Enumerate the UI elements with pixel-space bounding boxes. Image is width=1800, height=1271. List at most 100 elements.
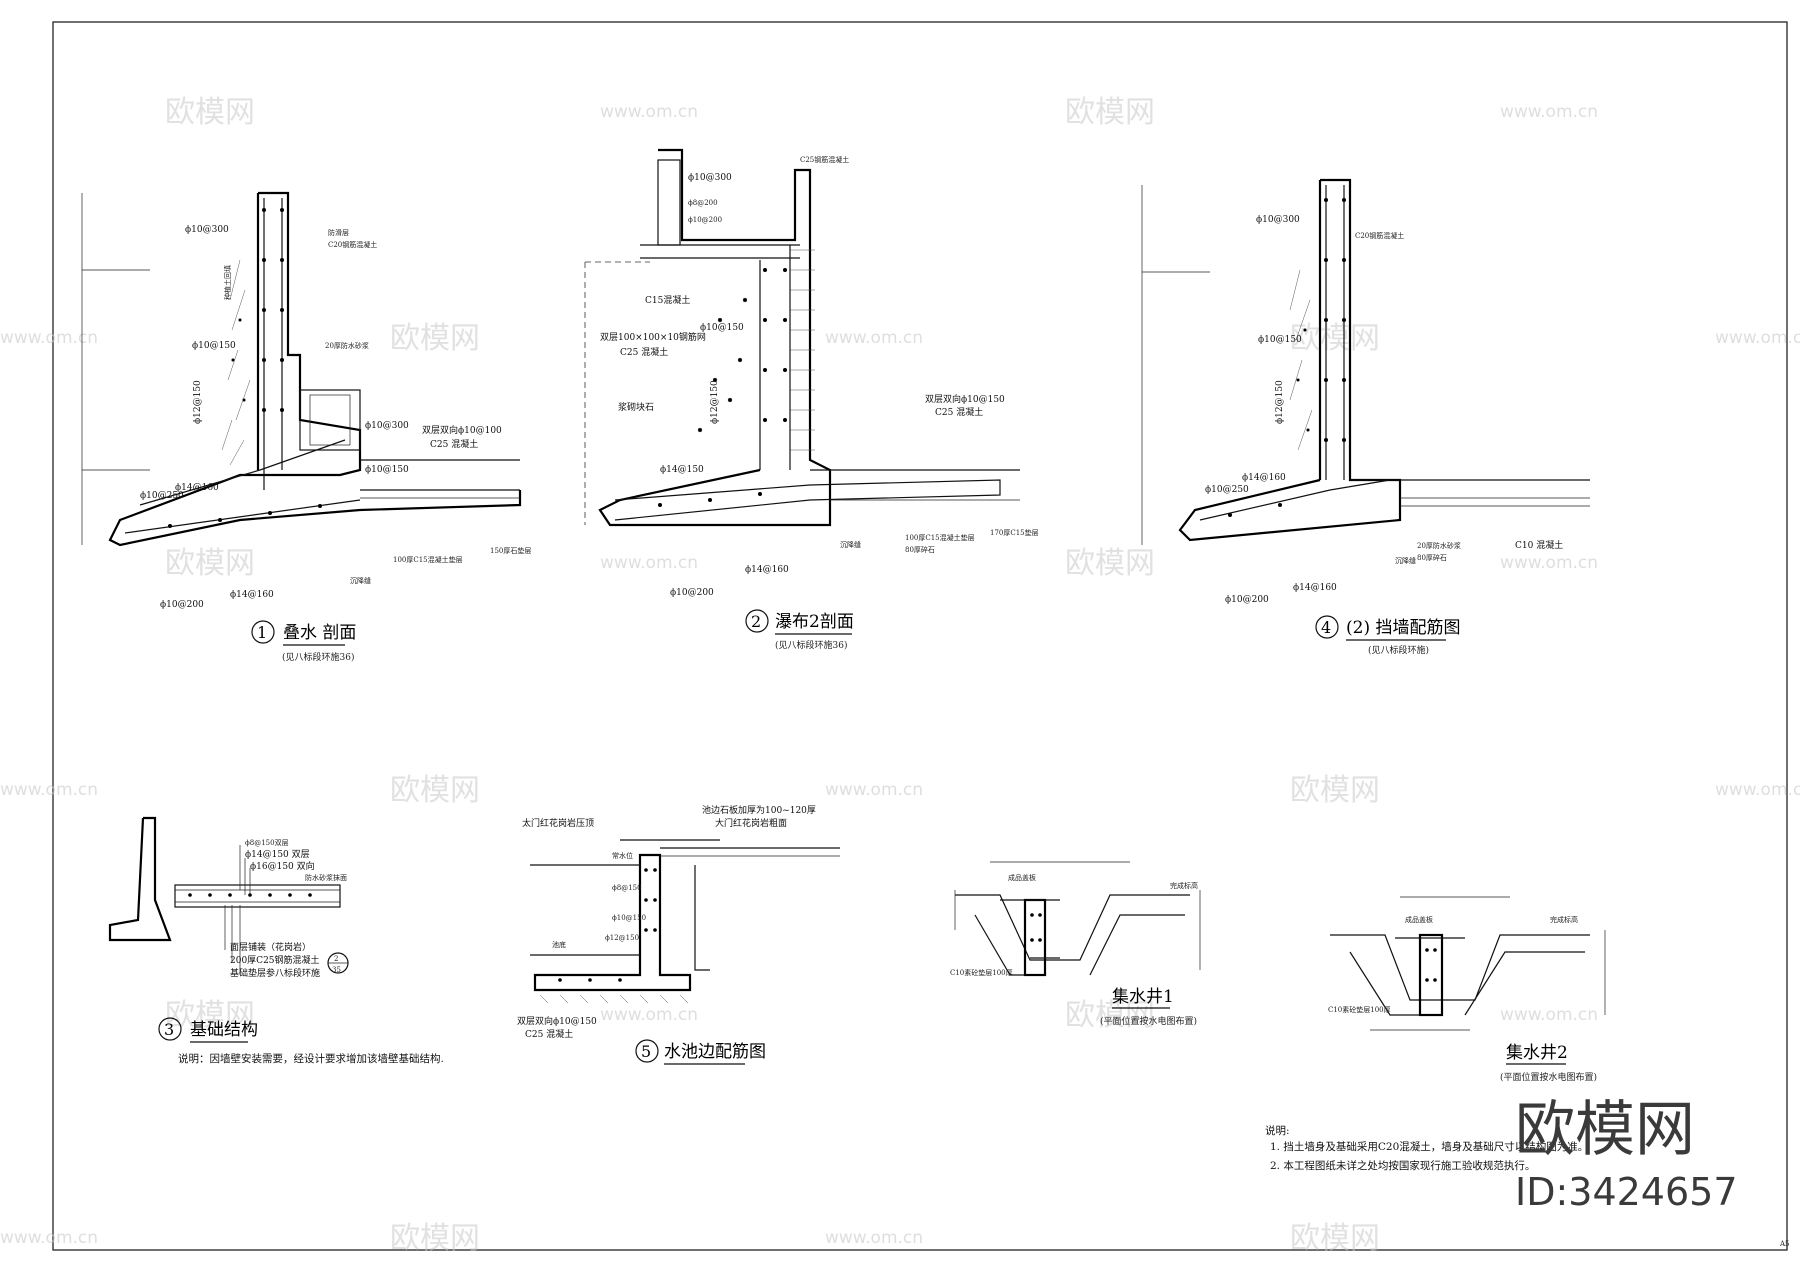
rebar-label: ϕ10@200 (160, 600, 204, 610)
material-label: 沉降缝 (350, 576, 371, 585)
note-item: 1. 挡土墙身及基础采用C20混凝土，墙身及基础尺寸以结构图为准。 (1270, 1140, 1588, 1153)
stone-facing (790, 249, 815, 451)
rebar-dots (188, 893, 312, 897)
watermark-url: www.om.cn (825, 780, 923, 800)
top-curb (657, 159, 681, 246)
material-label: C25 混凝土 (935, 406, 983, 418)
watermark-brand: 欧模网 (1065, 998, 1155, 1033)
watermark-url: www.om.cn (1500, 1005, 1598, 1025)
watermark-brand: 欧模网 (165, 95, 255, 130)
watermark-url: www.om.cn (1715, 328, 1800, 348)
rebar-label: ϕ14@160 (1293, 583, 1337, 593)
material-label: C10 混凝土 (1515, 539, 1563, 551)
rebar-label: ϕ16@150 双向 (250, 860, 315, 872)
material-label: 面层铺装（花岗岩） (230, 941, 311, 953)
sump-wall (1023, 898, 1047, 977)
sump-subtitle: (平面位置按水电图布置) (1500, 1071, 1597, 1083)
detail-4-section: ϕ10@300 ϕ10@150 ϕ12@150 ϕ14@160 ϕ10@250 … (1141, 178, 1590, 656)
watermark-url: www.om.cn (600, 1005, 698, 1025)
material-label: 100厚C15混凝土垫层 (905, 533, 975, 542)
reference-bottom: 35 (332, 966, 341, 974)
rebar-label: ϕ14@150 (660, 465, 704, 475)
detail-number-circle (251, 620, 275, 644)
rebar-label: ϕ12@150 (710, 380, 720, 424)
rubble-hatch (697, 297, 748, 433)
rebar-label: ϕ12@150 (605, 934, 639, 942)
watermark-brand: 欧模网 (165, 546, 255, 581)
material-label: 双层双向ϕ10@150 (517, 1015, 597, 1027)
watermark-brand: 欧模网 (1290, 321, 1380, 356)
material-label: 170厚C15垫层 (990, 528, 1039, 537)
detail-number: 1 (257, 623, 267, 642)
back-wall (694, 865, 710, 971)
watermark-url: www.om.cn (0, 328, 98, 348)
material-label: 20厚防水砂浆 (325, 341, 369, 350)
detail-number-circle (1315, 615, 1339, 639)
sump-wall (1418, 933, 1444, 1017)
rebar-label: ϕ10@150 (612, 914, 646, 922)
detail-2-section: ϕ10@300 ϕ8@200 ϕ10@200 C15混凝土 双层100×100×… (584, 148, 1039, 651)
rebar-label: ϕ10@150 (192, 341, 236, 351)
detail-title: 基础结构 (190, 1020, 258, 1040)
sump-1-section: 成品盖板 完成标高 C10素砼垫层100厚 集水井1 (平面位置按水电图布置) (950, 861, 1201, 1027)
watermark-brand: 欧模网 (1290, 1221, 1380, 1256)
watermark-brand: 欧模网 (390, 773, 480, 808)
watermark-url: www.om.cn (1500, 553, 1598, 573)
material-label: 150厚石垫层 (490, 546, 531, 555)
excavation-inner (974, 914, 1185, 976)
watermark-brand: 欧模网 (390, 1221, 480, 1256)
wall-outline (108, 816, 172, 942)
rebar-label: ϕ10@300 (185, 225, 229, 235)
rebar-dots (1030, 913, 1042, 942)
sump-subtitle: (平面位置按水电图布置) (1100, 1015, 1197, 1027)
wall-outline (1178, 178, 1402, 542)
detail-number-circle (635, 1039, 659, 1063)
material-label: C10素砼垫层100厚 (1328, 1005, 1391, 1014)
detail-title: 瀑布2剖面 (775, 612, 854, 632)
watermark-brand: 欧模网 (1290, 773, 1380, 808)
material-label: 完成标高 (1170, 881, 1198, 890)
watermark-url: www.om.cn (600, 553, 698, 573)
rebar-label: ϕ10@200 (688, 216, 722, 224)
material-label: 80厚碎石 (1417, 553, 1447, 562)
wall-outline (598, 148, 832, 527)
material-label: 大门红花岗岩粗面 (715, 817, 787, 829)
material-label: 池底 (552, 940, 566, 949)
watermark-url: www.om.cn (825, 1228, 923, 1248)
watermark-url: www.om.cn (825, 328, 923, 348)
rebar-label: ϕ8@150双层 (245, 839, 289, 847)
material-label: 双层100×100×10钢筋网 (600, 331, 706, 343)
rebar-footing (1199, 479, 1391, 521)
watermark-brand: 欧模网 (1065, 95, 1155, 130)
excavation-inner (1349, 951, 1585, 1016)
backfill-hatch (1289, 269, 1313, 451)
brand-watermark-block: 欧模网 ID:3424657 (1515, 1095, 1738, 1214)
material-label: 完成标高 (1550, 915, 1578, 924)
gutter-channel (299, 389, 361, 451)
material-label: 太门红花岗岩压顶 (522, 817, 594, 829)
rebar-label: ϕ10@200 (1225, 595, 1269, 605)
gutter-inner (309, 394, 351, 446)
material-label: 80厚碎石 (905, 545, 935, 554)
detail-number-circle (158, 1017, 182, 1041)
rebar-label: ϕ10@150 (700, 323, 744, 333)
slab-section (174, 884, 341, 908)
excavation-outline (1330, 934, 1590, 1001)
material-label: 常水位 (612, 851, 633, 860)
rebar-label: ϕ10@150 (365, 465, 409, 475)
ground-hatch (539, 994, 689, 1004)
rebar-label: ϕ10@150 (1258, 335, 1302, 345)
material-label: 种植土回填 (223, 265, 232, 300)
notes-heading: 说明: (1265, 1124, 1290, 1137)
sump-title: 集水井2 (1506, 1043, 1568, 1063)
detail-title: 叠水 剖面 (283, 623, 356, 643)
note-item: 2. 本工程图纸未详之处均按国家现行施工验收规范执行。 (1270, 1159, 1535, 1172)
rebar-label: ϕ10@250 (140, 491, 184, 501)
sump-title: 集水井1 (1112, 987, 1174, 1007)
sump-2-section: 成品盖板 完成标高 C10素砼垫层100厚 集水井2 (平面位置按水电图布置) (1328, 896, 1606, 1083)
watermark-url: www.om.cn (1715, 780, 1800, 800)
general-notes: 说明: 1. 挡土墙身及基础采用C20混凝土，墙身及基础尺寸以结构图为准。 2.… (1265, 1124, 1588, 1172)
watermark-brand: 欧模网 (1065, 546, 1155, 581)
material-label: C10素砼垫层100厚 (950, 968, 1013, 977)
